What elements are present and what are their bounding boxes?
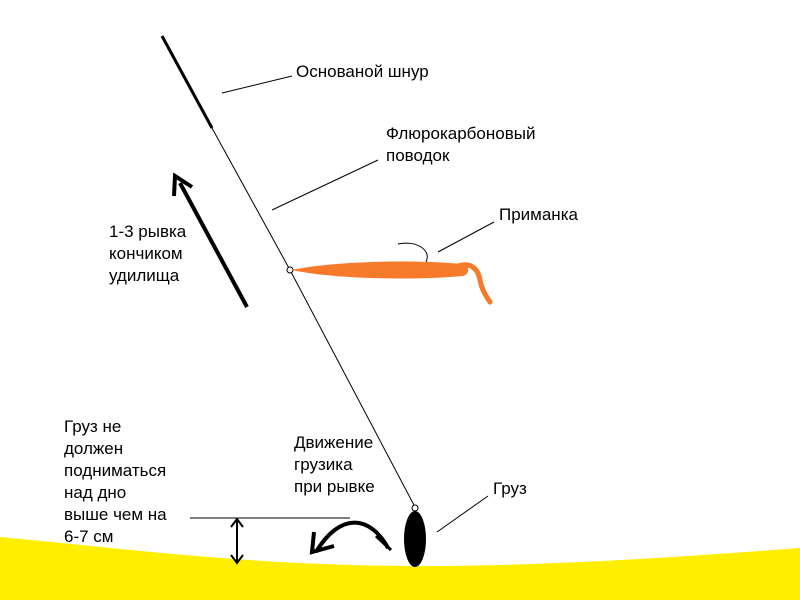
label-weight-note-line-5: выше чем на [64, 505, 167, 524]
label-leader-line-1: Флюрокарбоновый [386, 124, 536, 143]
label-leader: Флюрокарбоновый поводок [386, 123, 535, 167]
lure-tail [455, 262, 493, 305]
label-lure: Приманка [499, 205, 578, 224]
lure-body [291, 261, 469, 279]
pointer-main-line [221, 75, 293, 94]
weight-sinker [404, 511, 426, 567]
label-weight-motion-line-2: грузика [294, 455, 353, 474]
height-arrow-bottom [230, 554, 244, 565]
weight-motion-arc [314, 520, 390, 554]
jerk-arrow-head [172, 172, 194, 197]
label-weight-note-line-6: 6-7 см [64, 527, 114, 546]
pointer-lure [437, 221, 495, 253]
label-weight-note-line-2: должен [64, 439, 124, 458]
label-leader-line-2: поводок [386, 146, 450, 165]
label-jerks-line-1: 1-3 рывка [109, 222, 187, 241]
label-weight: Груз [493, 479, 527, 498]
label-jerks-line-3: удилища [109, 266, 180, 285]
pointer-weight [436, 495, 489, 533]
label-jerks-line-2: кончиком [109, 244, 183, 263]
weight-ring [411, 504, 419, 512]
label-weight-note-line-3: подниматься [64, 461, 167, 480]
jerk-arrow-shaft [178, 182, 249, 308]
label-weight-motion-line-1: Движение [294, 433, 374, 452]
main-line [211, 127, 291, 271]
label-main-line: Основаной шнур [296, 62, 429, 81]
height-arrow-top [230, 517, 244, 528]
rod-tip [160, 35, 214, 129]
label-jerks: 1-3 рывка кончиком удилища [109, 221, 186, 287]
label-weight-note-line-4: над дно [64, 483, 127, 502]
pointer-leader [271, 159, 379, 211]
label-weight-note-line-1: Груз не [64, 417, 122, 436]
bottom-ground [0, 537, 800, 600]
leader-line [289, 269, 416, 508]
label-weight-motion: Движение грузика при рывке [294, 432, 375, 498]
label-weight-note: Груз не должен подниматься над дно выше … [64, 416, 167, 548]
label-weight-motion-line-3: при рывке [294, 477, 375, 496]
weight-motion-head [309, 531, 335, 555]
hook-icon [397, 242, 428, 263]
weight-motion-tick [374, 534, 393, 552]
